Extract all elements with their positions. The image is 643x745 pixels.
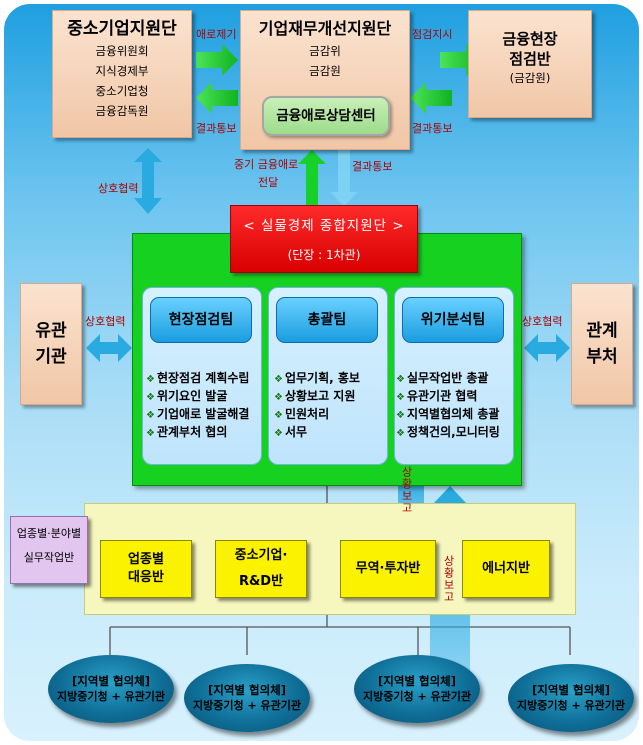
regional-council: [지역별 협의체] 지방중기청 + 유관기관: [184, 664, 310, 732]
working-group-label-box: 업종별·분야별 실무작업반: [10, 516, 88, 584]
label-result-notice-left: 결과통보: [196, 122, 237, 135]
label-mutual-coop-right: 상호협력: [522, 315, 563, 328]
working-unit-line: 업종별: [128, 552, 164, 567]
ministries-box: 관계 부처: [571, 283, 633, 405]
ministries-line: 부처: [586, 347, 618, 367]
arrow-left-result-right: [410, 82, 452, 114]
arrow-mutual-right: [524, 334, 570, 362]
regional-council: [지역별 협의체] 지방중기청 + 유관기관: [354, 655, 480, 723]
corp-member: 금감원: [309, 64, 341, 78]
regional-council-line2: 지방중기청 + 유관기관: [193, 699, 301, 712]
arrow-up-to-center: [298, 150, 326, 205]
related-agencies-box: 유관 기관: [20, 283, 82, 405]
label-result-notice-center: 결과통보: [352, 160, 393, 173]
related-agencies-line: 유관: [35, 321, 67, 341]
field-team-title-line: 점검반: [509, 50, 551, 68]
regional-council-line2: 지방중기청 + 유관기관: [57, 690, 165, 703]
regional-council: [지역별 협의체] 지방중기청 + 유관기관: [508, 664, 634, 732]
working-unit-line: R&D반: [238, 574, 284, 589]
hq-sub: (단장 : 1차관): [287, 248, 361, 262]
team-item: 유관기관 협력: [396, 388, 520, 406]
team-item: 기업애로 발굴해결: [146, 406, 264, 424]
sme-support-box: 중소기업지원단 금융위원회 지식경제부 중소기업청 금융감독원: [52, 10, 192, 138]
corp-finance-title: 기업재무개선지원단: [258, 19, 392, 38]
label-sme-difficulty-2: 전달: [258, 176, 279, 189]
label-sme-difficulty: 중기 금융애로: [234, 158, 299, 171]
working-unit-industry: 업종별 대응반: [100, 540, 192, 598]
arrow-down-from-center: [330, 150, 358, 206]
corp-member: 금감위: [309, 44, 341, 58]
label-inspection-order: 점검지시: [412, 28, 453, 41]
team-item: 서무: [274, 424, 384, 442]
label-result-notice-right: 결과통보: [412, 122, 453, 135]
working-unit-sme-rnd: 중소기업· R&D반: [215, 540, 307, 598]
working-unit-trade-investment: 무역·투자반: [340, 540, 436, 598]
team-item: 업무기획, 홍보: [274, 370, 384, 388]
arrow-right-difficulty: [196, 44, 238, 76]
consult-center-title: 금융애로상담센터: [276, 108, 376, 124]
working-unit-line: 에너지반: [482, 561, 530, 576]
field-team-box: 금융현장 점검반 (금감원): [468, 10, 592, 118]
team-name: 총괄팀: [307, 312, 347, 328]
arrow-mutual-left: [86, 334, 132, 362]
sme-member: 금융위원회: [95, 44, 149, 58]
regional-council-line1: [지역별 협의체]: [72, 674, 150, 688]
team-item: 위기요인 발굴: [146, 388, 264, 406]
working-unit-energy: 에너지반: [462, 540, 550, 598]
label-status-report-2: 상황보고: [442, 555, 455, 603]
team-field-inspection-items: 현장점검 계획수립 위기요인 발굴 기업애로 발굴해결 관계부처 협의: [146, 370, 264, 442]
regional-council-line2: 지방중기청 + 유관기관: [517, 699, 625, 712]
working-group-label-line: 실무작업반: [23, 551, 75, 564]
sme-support-title: 중소기업지원단: [67, 19, 177, 39]
hq-title: < 실물경제 종합지원단 >: [243, 218, 405, 234]
working-unit-line: 대응반: [128, 570, 164, 585]
sme-member: 금융감독원: [95, 104, 149, 118]
consult-center-box: 금융애로상담센터: [262, 96, 390, 136]
field-team-sub: (금감원): [509, 71, 551, 85]
regional-council: [지역별 협의체] 지방중기청 + 유관기관: [48, 655, 174, 723]
team-name: 위기분석팀: [420, 312, 486, 328]
team-item: 실무작업반 총괄: [396, 370, 520, 388]
label-status-report-1: 상황보고: [400, 466, 413, 514]
regional-council-line1: [지역별 협의체]: [378, 674, 456, 688]
arrow-mutual-top: [134, 148, 162, 214]
team-item: 관계부처 협의: [146, 424, 264, 442]
related-agencies-line: 기관: [35, 347, 67, 367]
working-unit-line: 중소기업·: [234, 548, 288, 563]
regional-council-line2: 지방중기청 + 유관기관: [363, 690, 471, 703]
sme-member: 중소기업청: [95, 84, 149, 98]
label-mutual-coop-left: 상호협력: [85, 315, 126, 328]
field-team-title-line: 금융현장: [502, 30, 558, 48]
label-mutual-coop-top: 상호협력: [98, 182, 139, 195]
team-crisis-analysis-items: 실무작업반 총괄 유관기관 협력 지역별협의체 총괄 정책건의,모니터링: [396, 370, 520, 442]
regional-council-line1: [지역별 협의체]: [532, 683, 610, 697]
team-general-items: 업무기획, 홍보 상황보고 지원 민원처리 서무: [274, 370, 384, 442]
working-group-label-line: 업종별·분야별: [16, 527, 82, 540]
team-item: 상황보고 지원: [274, 388, 384, 406]
regional-council-line1: [지역별 협의체]: [208, 683, 286, 697]
team-field-inspection-title: 현장점검팀: [150, 297, 252, 343]
team-item: 정책건의,모니터링: [396, 424, 520, 442]
arrow-left-result: [196, 82, 238, 114]
working-unit-line: 무역·투자반: [355, 561, 421, 576]
team-crisis-analysis-title: 위기분석팀: [402, 297, 504, 343]
team-item: 민원처리: [274, 406, 384, 424]
hq-title-box: < 실물경제 종합지원단 > (단장 : 1차관): [230, 205, 418, 273]
team-item: 현장점검 계획수립: [146, 370, 264, 388]
team-general-title: 총괄팀: [276, 297, 378, 343]
ministries-line: 관계: [586, 321, 618, 341]
team-item: 지역별협의체 총괄: [396, 406, 520, 424]
team-name: 현장점검팀: [168, 312, 234, 328]
label-difficulty-referral: 애로제기: [196, 28, 237, 41]
sme-member: 지식경제부: [95, 64, 149, 78]
